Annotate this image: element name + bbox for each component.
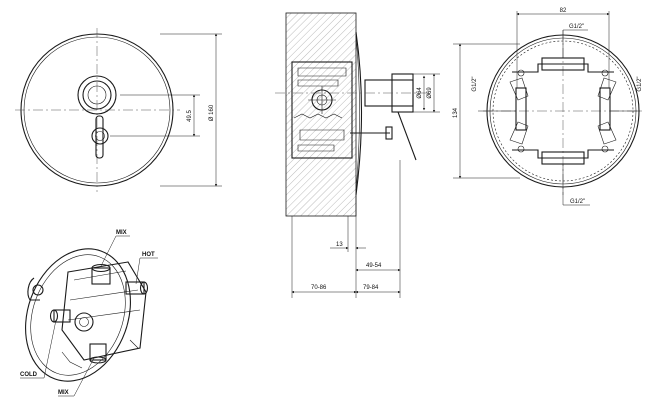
handle-rosette <box>77 75 117 115</box>
dim-front-offset: 49.5 <box>187 110 193 122</box>
lever-handle <box>95 115 104 159</box>
label-cold: COLD <box>20 372 38 378</box>
dim-body-height: 134 <box>453 107 459 118</box>
dim-body-width: 82 <box>560 8 567 14</box>
port-right-fitting <box>599 87 611 131</box>
port-bottom-label: G1/2" <box>570 199 585 205</box>
cover-plate-profile <box>355 31 363 196</box>
mount-screw-bl <box>517 145 525 153</box>
dim-wall-49-54: 49-54 <box>366 263 382 269</box>
valve-body-detail-bottom <box>297 129 345 152</box>
dim-front-height: Ø 160 <box>209 104 215 121</box>
lever-arm <box>397 111 417 161</box>
isometric-view: MIX HOT COLD MIX <box>20 230 158 397</box>
dim-side-064: Ø64 <box>417 87 423 99</box>
label-hot: HOT <box>142 252 155 258</box>
mount-screw-tl <box>517 69 525 77</box>
dim-wall-70-86: 70-86 <box>311 285 327 291</box>
port-top-label: G1/2" <box>569 24 584 30</box>
diverter-knob-side <box>385 126 393 140</box>
handle-hub <box>87 85 107 105</box>
label-mix-bottom: MIX <box>58 390 69 396</box>
side-section-view: Ø64 Ø69 13 49-54 70-86 79-84 <box>275 12 440 298</box>
valve-body-spring <box>293 113 343 119</box>
iso-cold-port <box>53 309 71 323</box>
iso-mix-port-top <box>91 267 111 285</box>
port-left-fitting <box>515 87 527 131</box>
wall-section <box>285 12 357 217</box>
rear-body-bottom <box>512 149 614 159</box>
iso-hot-port <box>125 281 145 295</box>
dim-wall-79-84: 79-84 <box>363 285 379 291</box>
front-view: Ø 160 49.5 <box>15 28 222 192</box>
iso-cartridge <box>74 312 94 332</box>
iso-valve-body <box>61 261 147 361</box>
valve-body-detail-top <box>297 67 347 87</box>
rear-view: 82 G1/2" G1/2" G1/2" G1/2" 134 <box>453 8 645 206</box>
handle-rosette-inner <box>82 80 112 110</box>
label-mix-top: MIX <box>116 230 127 236</box>
iso-mix-port-bottom <box>89 343 107 361</box>
dim-side-069: Ø69 <box>427 87 433 99</box>
iso-cover-plate <box>25 248 131 382</box>
diverter-knob <box>91 127 109 145</box>
mount-screw-br <box>601 145 609 153</box>
rear-body-top <box>512 63 614 73</box>
port-right-label: G1/2" <box>637 76 643 91</box>
port-left-label: G1/2" <box>472 76 478 91</box>
dim-wall-13: 13 <box>336 242 343 248</box>
mount-screw-tr <box>601 69 609 77</box>
valve-body-cavity <box>291 61 353 159</box>
iso-handle-stub <box>27 277 40 301</box>
